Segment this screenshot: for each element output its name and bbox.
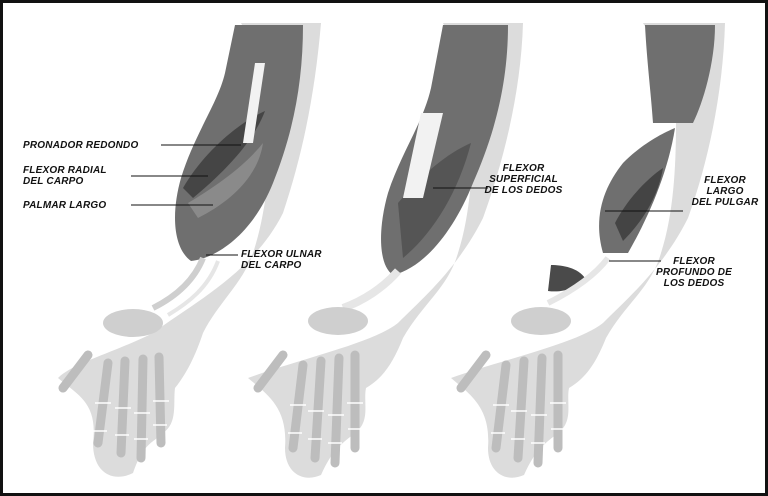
arm-3-deep-flexor [599,128,675,253]
label-palmar-largo: PALMAR LARGO [23,200,106,211]
arm-1-tendon-b [153,258,203,308]
label-flexor-superficial-de-los-dedos: FLEXOR SUPERFICIAL DE LOS DEDOS [481,163,566,196]
arm-2-lower-tendons [343,271,398,308]
forearm-illustrations [3,3,768,496]
arm-1-wrist-bones [103,309,163,337]
label-flexor-ulnar-del-carpo: FLEXOR ULNAR DEL CARPO [241,249,322,271]
label-flexor-largo-del-pulgar: FLEXOR LARGO DEL PULGAR [683,175,767,208]
arm-3-wrist-bones [511,307,571,335]
label-flexor-profundo-de-los-dedos: FLEXOR PROFUNDO DE LOS DEDOS [653,256,735,289]
arm-2-wrist-bones [308,307,368,335]
label-pronador-redondo: PRONADOR REDONDO [23,140,138,151]
label-flexor-radial-del-carpo: FLEXOR RADIAL DEL CARPO [23,165,107,187]
